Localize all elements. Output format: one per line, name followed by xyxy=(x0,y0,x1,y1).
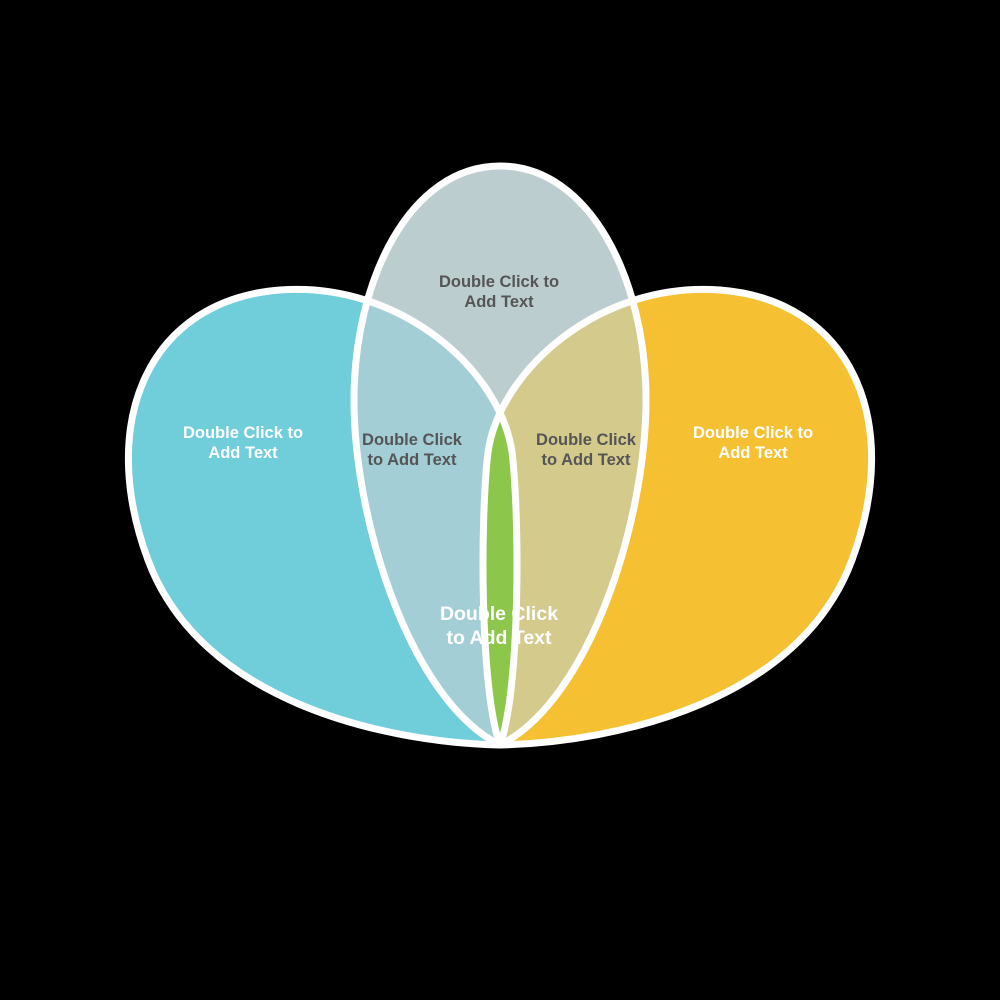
right-petal-label[interactable]: Double Click to Add Text xyxy=(692,424,814,463)
left-top-overlap-label[interactable]: Double Click to Add Text xyxy=(362,431,462,470)
left-petal-label[interactable]: Double Click to Add Text xyxy=(182,424,304,463)
top-petal-label[interactable]: Double Click to Add Text xyxy=(438,273,560,312)
center-overlap-label[interactable]: Double Click to Add Text xyxy=(439,603,559,649)
top-right-overlap-label[interactable]: Double Click to Add Text xyxy=(536,431,636,470)
